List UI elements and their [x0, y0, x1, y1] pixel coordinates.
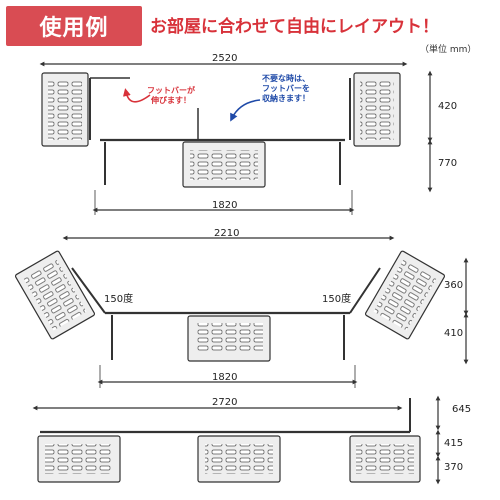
dim-360-label: 360	[444, 280, 464, 291]
dim-420-label: 420	[438, 101, 458, 112]
note-footbar-extends: フットバーが 伸びます！	[138, 86, 204, 106]
note-footbar-store: 不要な時は、 フットバーを 収納きます！	[252, 74, 320, 104]
usage-example-badge: 使用例	[6, 6, 142, 46]
dim-370-label: 370	[444, 462, 464, 473]
note-store-line2: フットバーを	[262, 84, 310, 93]
note-store-line1: 不要な時は、	[262, 74, 310, 83]
dim-1820-label-1: 1820	[212, 200, 238, 211]
headline: お部屋に合わせて自由にレイアウト！	[150, 17, 439, 37]
dim-770-label: 770	[438, 158, 458, 169]
angle-right-label: 150度	[322, 294, 352, 305]
dim-410-label: 410	[444, 328, 464, 339]
note-extend-line1: フットバーが	[147, 86, 195, 95]
unit-note: （単位 mm）	[420, 45, 477, 55]
layout-1	[39, 61, 433, 215]
note-extend-line2: 伸びます！	[151, 96, 191, 105]
layout-2	[14, 235, 469, 388]
dim-2210-label: 2210	[214, 228, 240, 239]
dim-2720-label: 2720	[212, 397, 238, 408]
dim-2520-label: 2520	[212, 53, 238, 64]
note-store-line3: 収納きます！	[262, 94, 310, 103]
dim-415-label: 415	[444, 438, 464, 449]
dim-645-label: 645	[452, 404, 472, 415]
dim-1820-label-2: 1820	[212, 372, 238, 383]
angle-left-label: 150度	[104, 294, 134, 305]
layout-3	[32, 395, 441, 485]
